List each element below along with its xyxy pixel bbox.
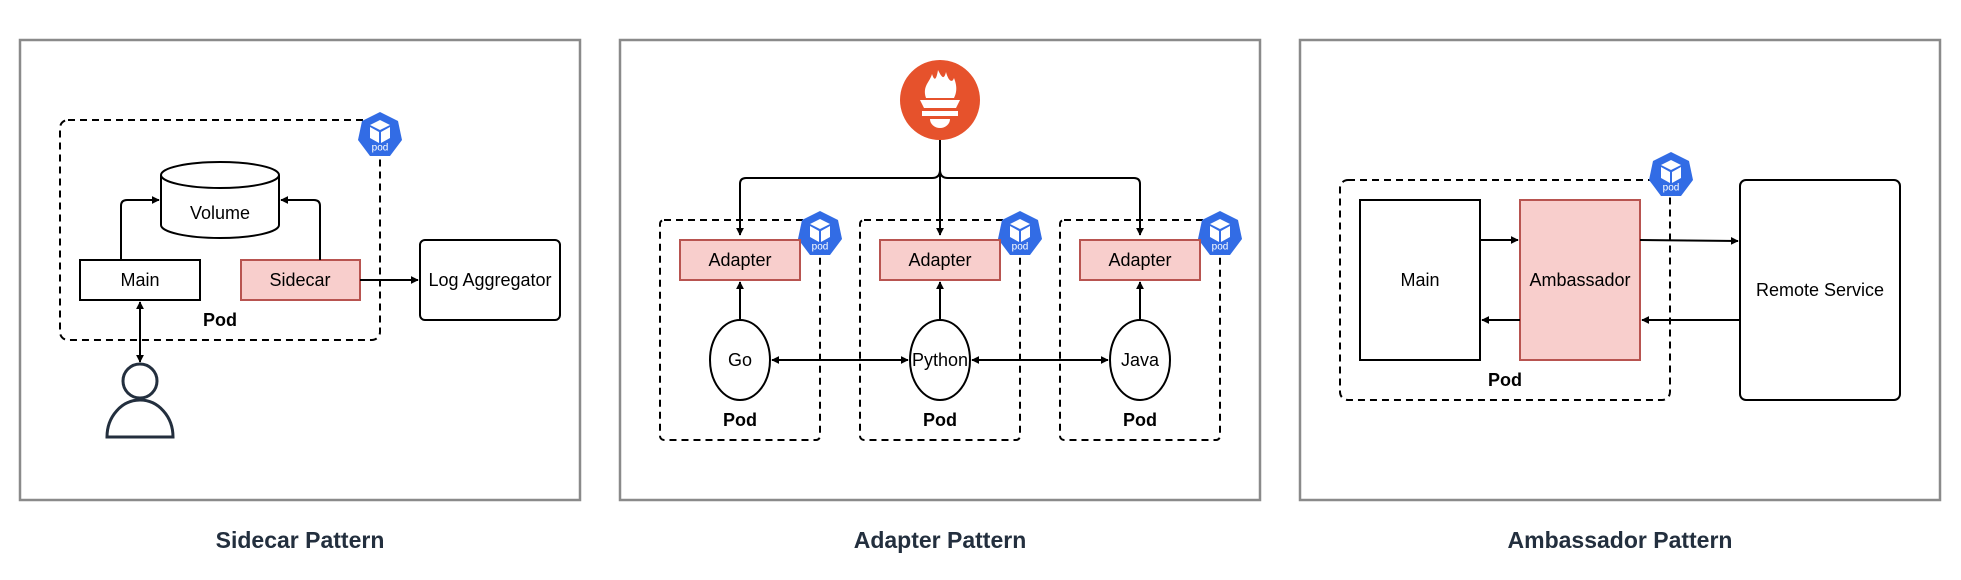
pod-label: Pod xyxy=(1488,370,1522,390)
svg-text:pod: pod xyxy=(1012,242,1029,253)
pod-icon: pod xyxy=(998,211,1042,255)
adapter-label: Adapter xyxy=(908,250,971,270)
pod-boundary xyxy=(59,119,381,341)
ambassador-panel: pod Main Ambassador Pod Remote Service A… xyxy=(1298,38,1942,553)
svg-text:pod: pod xyxy=(812,242,829,253)
main-label: Main xyxy=(120,270,159,290)
adapter-container xyxy=(1079,239,1201,281)
adapter-container xyxy=(879,239,1001,281)
adapter-pattern-title: Adapter Pattern xyxy=(854,527,1027,553)
ambassador-label: Ambassador xyxy=(1529,270,1630,290)
log-aggregator-label: Log Aggregator xyxy=(428,270,551,290)
sidecar-container xyxy=(240,259,361,301)
adapter-label: Adapter xyxy=(1108,250,1171,270)
pod-icon: pod xyxy=(1198,211,1242,255)
adapter-container xyxy=(679,239,801,281)
svg-text:pod: pod xyxy=(1212,242,1229,253)
pod-label: Pod xyxy=(1123,410,1157,430)
pod-icon: pod xyxy=(358,112,402,156)
pod-label: Pod xyxy=(923,410,957,430)
main-container xyxy=(1359,199,1481,361)
app-label: Go xyxy=(728,350,752,370)
user-icon xyxy=(105,362,175,439)
app-label: Python xyxy=(912,350,968,370)
svg-text:pod: pod xyxy=(1663,183,1680,194)
pod-boundary xyxy=(1339,179,1671,401)
prometheus-icon xyxy=(900,60,980,140)
adapter-pod-2: pod Adapter Python Pod xyxy=(859,211,1042,441)
arrow-sidecar-to-volume xyxy=(280,196,321,260)
adapter-pod-3: pod Adapter Java Pod xyxy=(1059,211,1242,441)
pod-icon: pod xyxy=(798,211,842,255)
pod-boundary xyxy=(859,219,1021,441)
app-label: Java xyxy=(1121,350,1160,370)
log-aggregator-box xyxy=(419,239,561,321)
main-container xyxy=(79,259,201,301)
remote-service-label: Remote Service xyxy=(1756,280,1884,300)
volume-cylinder: Volume xyxy=(160,161,280,239)
svg-text:pod: pod xyxy=(372,143,389,154)
sidecar-label: Sidecar xyxy=(269,270,330,290)
sidecar-pattern-title: Sidecar Pattern xyxy=(216,527,385,553)
pod-label: Pod xyxy=(723,410,757,430)
pod-boundary xyxy=(1059,219,1221,441)
arrow-ambassador-to-remote xyxy=(1639,236,1739,245)
pod-icon: pod xyxy=(1649,152,1693,196)
remote-service-box xyxy=(1739,179,1901,401)
arrow-prometheus-to-adapter-3 xyxy=(939,169,1144,236)
adapter-pod-1: pod Adapter Go Pod xyxy=(659,211,842,441)
volume-label: Volume xyxy=(190,203,250,223)
main-label: Main xyxy=(1400,270,1439,290)
ambassador-pattern-title: Ambassador Pattern xyxy=(1508,527,1733,553)
ambassador-container xyxy=(1519,199,1641,361)
arrow-prometheus-to-adapter-1 xyxy=(736,169,941,236)
pod-label: Pod xyxy=(203,310,237,330)
sidecar-panel: pod Volume Main Sidecar Pod Log Aggregat… xyxy=(18,38,582,553)
adapter-panel: pod Adapter Go Pod pod Adapter Python Po… xyxy=(618,38,1262,553)
arrow-main-to-volume xyxy=(120,196,160,260)
adapter-label: Adapter xyxy=(708,250,771,270)
pod-boundary xyxy=(659,219,821,441)
